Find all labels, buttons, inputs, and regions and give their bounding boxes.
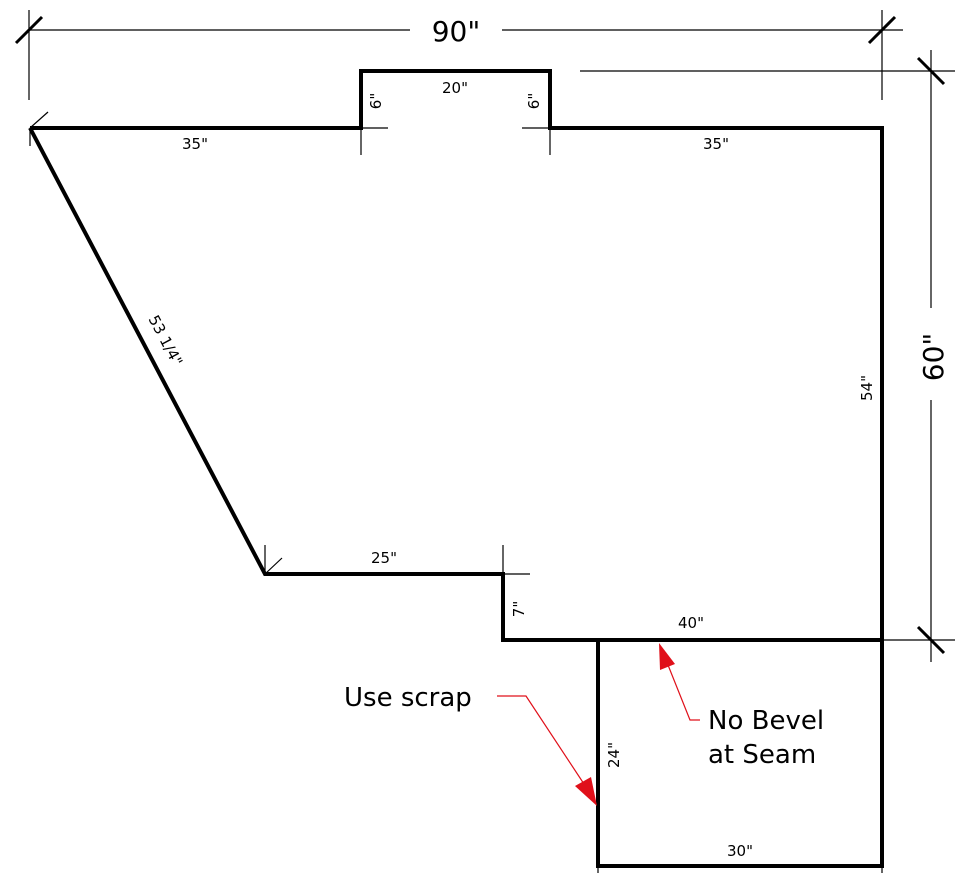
extension-outline [596, 640, 884, 868]
step-dimension: 7" [510, 601, 528, 617]
no-bevel-line2: at Seam [708, 740, 816, 770]
right-side-dimension: 54" [858, 375, 876, 401]
overall-height-label: 60" [917, 333, 950, 382]
overall-width-dimension: 90" [14, 10, 903, 100]
overall-width-label: 90" [432, 15, 481, 48]
extension-bottom-dimension: 30" [727, 842, 753, 860]
notch-width-dimension: 20" [442, 79, 468, 97]
no-bevel-line1: No Bevel [708, 706, 824, 736]
use-scrap-arrow [575, 777, 597, 806]
notch-depth-left-dimension: 6" [367, 93, 385, 109]
no-bevel-callout: No Bevel at Seam [659, 643, 824, 770]
notch-depth-right-dimension: 6" [525, 93, 543, 109]
overall-height-dimension: 60" [580, 50, 955, 662]
countertop-outline [28, 69, 884, 642]
witness-lines [29, 111, 883, 873]
lower-left-dimension: 25" [371, 549, 397, 567]
extension-side-dimension: 24" [605, 742, 623, 768]
use-scrap-label: Use scrap [344, 683, 472, 713]
top-left-dimension: 35" [182, 135, 208, 153]
use-scrap-callout: Use scrap [344, 683, 597, 806]
top-right-dimension: 35" [703, 135, 729, 153]
no-bevel-arrow [659, 643, 675, 670]
seam-dimension: 40" [678, 614, 704, 632]
